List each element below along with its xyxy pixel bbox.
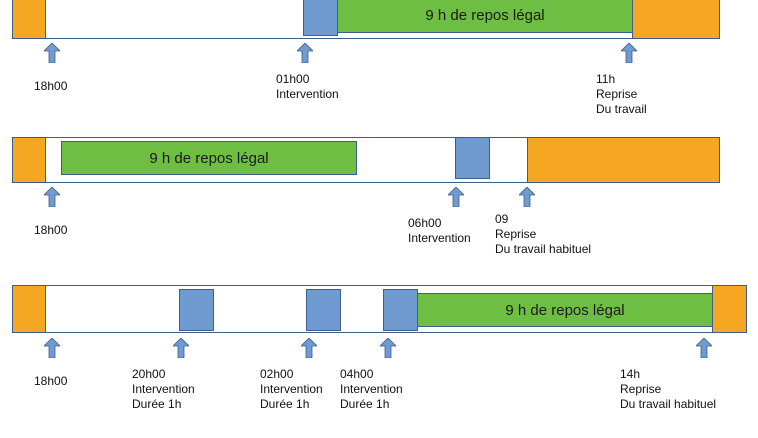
- up-arrow-icon: [297, 43, 313, 63]
- scenario-3: 9 h de repos légal 18h00 20h00 Intervent…: [0, 0, 758, 411]
- rest-period-bar: 9 h de repos légal: [61, 141, 357, 175]
- time-label-intervention: 02h00 Intervention Durée 1h: [260, 367, 323, 411]
- intervention-block: [455, 137, 490, 179]
- up-arrow-icon: [44, 338, 60, 358]
- up-arrow-icon: [448, 187, 464, 207]
- time-label-intervention: 06h00 Intervention: [408, 216, 471, 245]
- rest-period-label: 9 h de repos légal: [425, 7, 545, 24]
- scenario-1: 9 h de repos légal 18h00 01h00 Intervent…: [0, 0, 758, 146]
- scenario-2: 9 h de repos légal 18h00 06h00 Intervent…: [0, 0, 758, 256]
- work-block-start: [12, 0, 46, 39]
- time-label-intervention: 20h00 Intervention Durée 1h: [132, 367, 195, 411]
- time-label-intervention: 04h00 Intervention Durée 1h: [340, 367, 403, 411]
- time-label-start: 18h00: [34, 79, 68, 93]
- time-label-start: 18h00: [34, 223, 68, 237]
- work-block-end: [632, 0, 720, 39]
- up-arrow-icon: [696, 338, 712, 358]
- rest-period-label: 9 h de repos légal: [505, 301, 625, 319]
- time-label-resume: 14h Reprise Du travail habituel: [620, 367, 717, 411]
- time-label-resume: 09 Reprise Du travail habituel: [495, 212, 592, 256]
- rest-period-label: 9 h de repos légal: [149, 149, 269, 167]
- up-arrow-icon: [519, 187, 535, 207]
- work-block-start: [12, 137, 46, 183]
- work-block-end: [527, 137, 720, 183]
- work-block-start: [12, 285, 46, 333]
- up-arrow-icon: [380, 338, 396, 358]
- rest-period-bar: 9 h de repos légal: [417, 293, 713, 327]
- up-arrow-icon: [44, 43, 60, 63]
- up-arrow-icon: [301, 338, 317, 358]
- time-label-resume: 11h Reprise Du travail: [596, 72, 647, 116]
- work-block-end: [712, 285, 747, 333]
- rest-period-bar: 9 h de repos légal: [337, 0, 633, 33]
- intervention-block: [306, 289, 341, 331]
- time-label-start: 18h00: [34, 374, 68, 388]
- up-arrow-icon: [44, 187, 60, 207]
- time-label-intervention: 01h00 Intervention: [276, 72, 339, 101]
- up-arrow-icon: [621, 43, 637, 63]
- intervention-block: [179, 289, 214, 331]
- intervention-block: [383, 289, 418, 331]
- up-arrow-icon: [173, 338, 189, 358]
